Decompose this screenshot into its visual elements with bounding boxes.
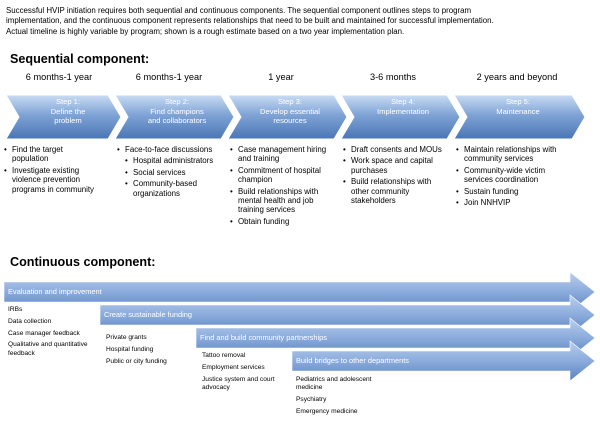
list-item: Tattoo removal (202, 352, 246, 359)
list-item: Hospital funding (106, 345, 154, 353)
bullet-list-step-4: Draft consents and MOUs Work space and c… (343, 145, 449, 207)
bullet-item: Draft consents and MOUs (343, 145, 449, 155)
continuous-heading: Continuous component: (10, 255, 156, 269)
bullet-item: Maintain relationships with community se… (456, 145, 568, 164)
bullet-item: Investigate existing violence prevention… (4, 166, 100, 194)
bullet-subitem: Hospital administrators (125, 156, 223, 166)
step-title-line: resources (273, 116, 307, 126)
list-item: IRBs (8, 306, 23, 313)
arrow-label-funding: Create sustainable funding (104, 310, 192, 319)
step-number: Step 2: (164, 97, 190, 106)
intro-line: Successful HVIP initiation requires both… (6, 6, 472, 15)
step-number: Step 1: (55, 97, 81, 106)
bullet-subitem: Community-based organizations (125, 179, 223, 198)
arrow-evaluation (3, 271, 596, 313)
bullet-list-step-5: Maintain relationships with community se… (456, 145, 568, 209)
bullet-subitem: Social services (125, 168, 223, 178)
sequential-heading: Sequential component: (10, 52, 150, 66)
chevron-text-step-1: Step 1: Define the problem (20, 97, 116, 126)
arrow-label-evaluation: Evaluation and improvement (8, 287, 102, 296)
bullet-item: Commitment of hospital champion (230, 166, 336, 185)
list-item: Psychiatry (296, 396, 327, 403)
chevron-step-2 (114, 94, 235, 140)
list-item: Qualitative and quantitative feedback (8, 341, 88, 357)
bullet-item: Sustain funding (456, 187, 568, 197)
list-item: Data collection (8, 317, 52, 325)
arrow-label-departments: Build bridges to other departments (296, 356, 409, 365)
chevron-text-step-3: Step 3: Develop essential resources (242, 97, 338, 126)
bullet-list-step-3: Case management hiring and training Comm… (230, 145, 336, 228)
bullet-item: Face-to-face discussions (117, 145, 223, 155)
bullet-item: Obtain funding (230, 217, 336, 227)
arrow-label-partnerships: Find and build community partnerships (200, 333, 327, 342)
step-title-line: Develop essential (260, 106, 320, 116)
bullet-list-step-2: Face-to-face discussions Hospital admini… (117, 145, 223, 200)
timeline-label-step-5: 2 years and beyond (476, 72, 558, 82)
timeline-label-step-4: 3-6 months (370, 72, 416, 82)
chevron-step-1 (5, 94, 122, 140)
list-item: Emergency medicine (296, 407, 358, 415)
arrow-partnerships (195, 317, 596, 359)
list-evaluation: IRBs Data collection Case manager feedba… (8, 306, 98, 361)
intro-text: Successful HVIP initiation requires both… (6, 6, 594, 37)
intro-line: implementation, and the continuous compo… (6, 16, 494, 26)
timeline-label-step-2: 6 months-1 year (135, 72, 203, 82)
list-funding: Private grants Hospital funding Public o… (106, 334, 196, 369)
step-title-line: Define the (50, 106, 86, 116)
bullet-item: Build relationships with mental health a… (230, 187, 336, 215)
arrow-departments (291, 340, 596, 382)
step-title-line: and collaborators (147, 116, 207, 126)
list-item: Private grants (106, 334, 147, 341)
list-item: Employment services (202, 363, 265, 371)
bullet-item: Build relationships with other community… (343, 177, 449, 205)
chevron-text-step-5: Step 5: Maintenance (470, 97, 566, 116)
bullet-item: Find the target population (4, 145, 100, 164)
chevron-step-3 (227, 94, 348, 140)
chevron-step-4 (340, 94, 461, 140)
bullet-item: Community-wide victim services coordinat… (456, 166, 568, 185)
bullet-item: Case management hiring and training (230, 145, 336, 164)
list-item: Public or city funding (106, 357, 167, 365)
bullet-item: Join NNHVIP (456, 198, 568, 208)
timeline-label-step-1: 6 months-1 year (25, 72, 93, 82)
step-number: Step 3: (277, 97, 303, 106)
timeline-label-step-3: 1 year (268, 72, 294, 82)
step-title-line: Implementation (377, 106, 429, 116)
list-departments: Pediatrics and adolescent medicine Psych… (296, 376, 396, 420)
list-item: Pediatrics and adolescent medicine (296, 376, 372, 392)
list-partnerships: Tattoo removal Employment services Justi… (202, 352, 292, 396)
intro-line: Actual timeline is highly variable by pr… (6, 26, 405, 36)
step-title-line: Maintenance (496, 106, 540, 116)
step-number: Step 4: (390, 97, 416, 106)
chevron-text-step-2: Step 2: Find champions and collaborators (129, 97, 225, 126)
step-title-line: problem (54, 116, 82, 126)
list-item: Justice system and court advocacy (202, 375, 275, 391)
step-title-line: Find champions (150, 106, 204, 116)
bullet-list-step-1: Find the target population Investigate e… (4, 145, 100, 196)
arrow-funding (99, 294, 596, 336)
chevron-step-5 (453, 94, 586, 140)
bullet-item: Work space and capital purchases (343, 156, 449, 175)
step-number: Step 5: (505, 97, 531, 106)
list-item: Case manager feedback (8, 329, 80, 337)
chevron-text-step-4: Step 4: Implementation (355, 97, 451, 116)
